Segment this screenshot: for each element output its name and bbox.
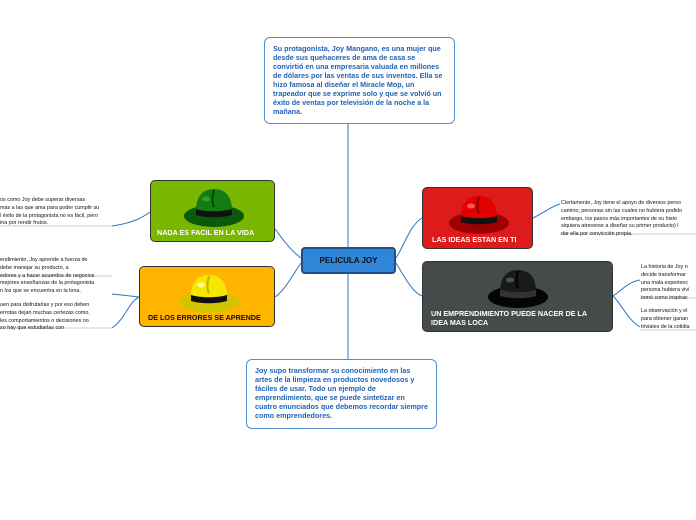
green-hat-icon <box>184 189 244 227</box>
topic-nada-es-facil[interactable]: NADA ES FACIL EN LA VIDA <box>150 180 275 242</box>
subtopic-yellow-2[interactable]: uen para disfrutarlas y por eso deben er… <box>0 302 90 333</box>
central-topic-label: PELICULA JOY <box>319 256 378 265</box>
subtopic-line: ina por rendir frutos. <box>0 220 49 227</box>
topic-emprendimiento[interactable]: UN EMPRENDIMIENTO PUEDE NACER DE LA IDEA… <box>422 261 613 332</box>
subtopic-line: mas a las que ama para poder cumplir su <box>0 204 100 211</box>
link-yellow-sub-2 <box>111 296 140 329</box>
subtopic-line: persona hubiera vivi <box>641 287 690 294</box>
topic-errores[interactable]: DE LOS ERRORES SE APRENDE <box>139 266 275 327</box>
subtopic-black-1[interactable]: La historia de Joy n decide transformar … <box>641 264 689 303</box>
link-red <box>395 217 423 259</box>
subtopic-line: una mala experienc <box>641 279 689 286</box>
central-topic[interactable]: PELICULA JOY <box>301 247 396 274</box>
subtopic-line: decide transformar <box>641 271 686 278</box>
subtopic-line: embargo, los pasos más importantes de su… <box>561 215 677 222</box>
link-black-sub-1 <box>612 279 641 297</box>
link-green-sub <box>111 211 151 227</box>
subtopic-line: endimiento, Joy aprende a fuerza de <box>0 257 88 263</box>
red-hat-icon <box>449 196 509 234</box>
subtopic-line: os como Joy debe superar diversas <box>0 197 86 203</box>
link-yellow-sub-1 <box>111 293 140 298</box>
link-black-sub-2 <box>612 295 641 328</box>
subtopic-line: l éxito de la protagonista no es fácil, … <box>0 212 98 219</box>
subtopic-line: debe manejar su producto, a <box>0 264 69 271</box>
subtopic-line: Ciertamente, Joy tiene el apoyo de diver… <box>561 200 681 206</box>
summary-note-text: Joy supo transformar su conocimiento en … <box>255 366 428 420</box>
subtopic-yellow-1[interactable]: endimiento, Joy aprende a fuerza de debe… <box>0 257 94 296</box>
topic-label: NADA ES FACIL EN LA VIDA <box>157 227 255 237</box>
subtopic-green-1[interactable]: os como Joy debe superar diversas mas a … <box>0 197 99 228</box>
black-hat-icon <box>488 270 548 308</box>
subtopic-line: tomó como inspirac <box>641 295 688 302</box>
link-black <box>395 262 423 297</box>
subtopic-line: les comportamientos o decisiones no <box>0 317 89 324</box>
subtopic-line: La historia de Joy n <box>641 264 688 270</box>
topic-label: DE LOS ERRORES SE APRENDE <box>148 312 261 322</box>
subtopic-line: para obtener ganan <box>641 315 689 322</box>
intro-note-text: Su protagonista, Joy Mangano, es una muj… <box>273 44 443 116</box>
summary-note[interactable]: Joy supo transformar su conocimiento en … <box>246 359 437 429</box>
link-red-sub <box>532 203 561 219</box>
link-green <box>274 228 302 259</box>
topic-label: LAS IDEAS ESTAN EN TI <box>432 234 517 244</box>
subtopic-line: mejores enseñanzas de la protagonista <box>0 280 95 287</box>
topic-label: UN EMPRENDIMIENTO PUEDE NACER DE LA IDEA… <box>431 309 587 327</box>
topic-ideas[interactable]: LAS IDEAS ESTAN EN TI <box>422 187 533 249</box>
link-yellow <box>274 262 302 298</box>
intro-note[interactable]: Su protagonista, Joy Mangano, es una muj… <box>264 37 455 124</box>
subtopic-line: triviales de la cotidia <box>641 323 690 330</box>
subtopic-red-1[interactable]: Ciertamente, Joy tiene el apoyo de diver… <box>561 200 682 239</box>
subtopic-line: La observación y el <box>641 308 688 314</box>
subtopic-line: uen para disfrutarlas y por eso deben <box>0 302 90 308</box>
subtopic-line: edores y a hacer acuerdos de negocios <box>0 272 95 279</box>
subtopic-line: n los que se encuentra en la lona. <box>0 288 81 295</box>
subtopic-line: dar ella por convicción propia. <box>561 231 633 238</box>
subtopic-line: camino; personas sin las cuales no hubie… <box>561 207 683 214</box>
subtopic-line: errotas dejan muchas certezas como, <box>0 309 90 316</box>
yellow-hat-icon <box>179 275 239 313</box>
subtopic-line: so hay que estudiarlas con <box>0 325 65 332</box>
subtopic-black-2[interactable]: La observación y el para obtener ganan t… <box>641 308 690 331</box>
subtopic-line: siquiera atreverse a diseñar su primer p… <box>561 223 679 230</box>
